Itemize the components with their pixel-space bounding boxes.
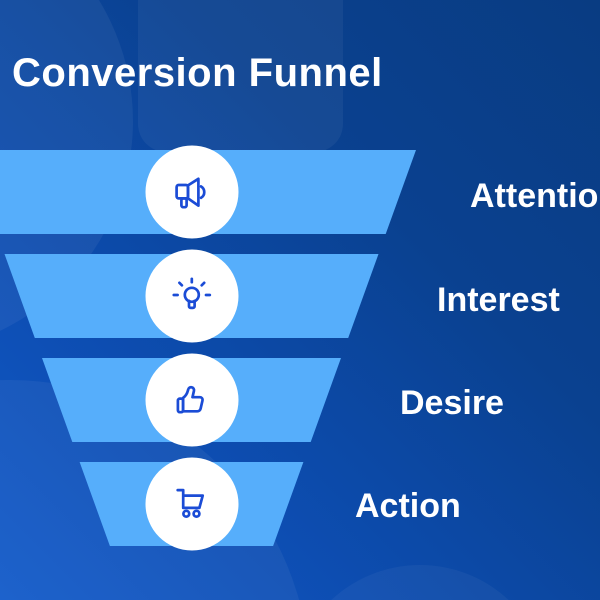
lightbulb-icon bbox=[172, 277, 212, 310]
megaphone-icon bbox=[175, 177, 206, 209]
stage-label-action: Action bbox=[355, 487, 461, 525]
page-title: Conversion Funnel bbox=[12, 51, 383, 95]
stage-label-desire: Desire bbox=[400, 384, 504, 422]
cart-icon bbox=[176, 488, 205, 518]
stage-icon-circle-desire bbox=[145, 353, 239, 447]
stage-icon-circle-interest bbox=[145, 249, 239, 343]
stage-label-attention: Attention bbox=[470, 177, 600, 215]
stage-icon-circle-attention bbox=[145, 145, 239, 239]
thumbs-up-icon bbox=[176, 385, 204, 414]
stage-icon-circle-action bbox=[145, 457, 239, 551]
stage-label-interest: Interest bbox=[437, 281, 560, 319]
